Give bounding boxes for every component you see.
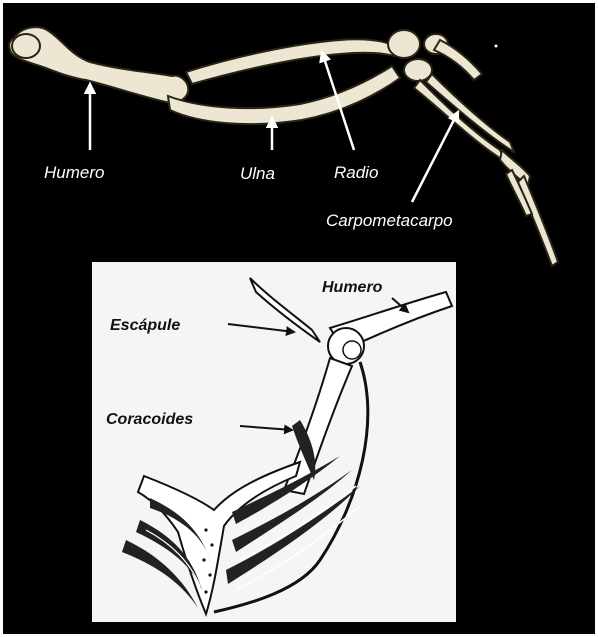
- carpal-bone: [404, 59, 432, 81]
- alula-bone: [434, 40, 482, 80]
- keel-speckle: [208, 573, 211, 576]
- keel-speckle: [210, 543, 213, 546]
- carpal-bone: [388, 30, 420, 58]
- keel-speckle: [202, 558, 205, 561]
- label-scapula: Escápule: [110, 317, 180, 334]
- label-radius: Radio: [334, 163, 378, 182]
- label-ulna: Ulna: [240, 164, 275, 183]
- label-coracoid: Coracoides: [106, 411, 193, 428]
- carpometacarpus-bone: [414, 80, 506, 162]
- label-humerus-inset: Humero: [322, 279, 383, 296]
- carpometacarpus-arrow: [412, 112, 458, 202]
- digit-bone: [518, 176, 558, 266]
- keel-speckle: [204, 590, 207, 593]
- label-carpometacarpus: Carpometacarpo: [326, 211, 453, 230]
- humerus-head: [12, 34, 40, 58]
- keel-speckle: [204, 528, 207, 531]
- radius-bone: [186, 39, 396, 84]
- wing-skeleton: [9, 27, 558, 266]
- carpometacarpus-bone: [426, 74, 514, 152]
- label-humerus-wing: Humero: [44, 163, 104, 182]
- speck: [495, 45, 498, 48]
